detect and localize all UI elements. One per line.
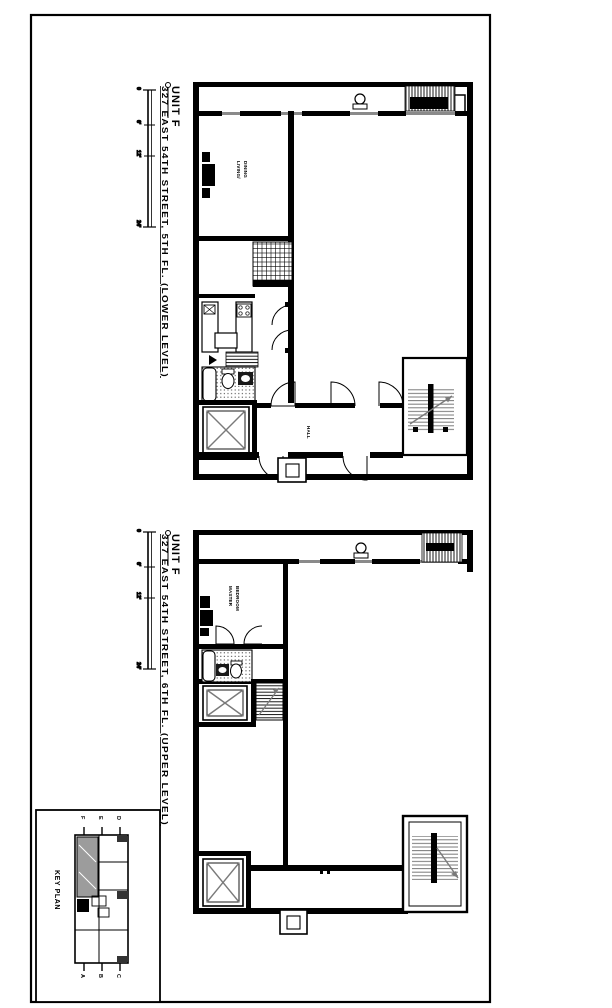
builtin-cabinet-icon [200,610,213,626]
door-arc [330,381,356,407]
unit-letter: B [97,974,103,978]
plan-upper-level: UNIT F 327 EAST 54TH STREET, 6TH FL. (UP… [135,529,473,935]
ladder-steps [225,351,259,368]
unit-letter: C [115,974,121,978]
plan2-scale-bar: 0 6' 12' 24' [135,529,156,671]
title-marker-icon [165,530,171,536]
plan2-title: UNIT F [169,534,181,575]
door-arc [271,329,293,351]
builtin-cabinet-icon [200,628,209,636]
key-plan-label: KEY PLAN [53,870,60,910]
scale-tick-12: 12' [135,592,141,600]
plan2-title-block: UNIT F 327 EAST 54TH STREET, 6TH FL. (UP… [160,530,181,826]
plan2-elevator-2 [199,851,251,913]
key-plan-highlighted-unit [76,836,99,898]
direction-arrow-icon [209,355,217,365]
stair-arrow-icon [451,871,458,878]
room-label-line1: LIVING/ [236,161,241,179]
toilet-icon [221,373,235,389]
plan1-title-block: UNIT F 327 EAST 54TH STREET, 5TH FL. (LO… [160,82,181,378]
terrace-fixture-icon [354,93,366,105]
unit-letter: A [79,974,85,978]
scale-tick-24: 24' [135,662,141,670]
stair-arrow-icon [445,396,452,403]
plan2-interior-stair [255,682,284,721]
plan-lower-level: UNIT F 327 EAST 54TH STREET, 5TH FL. (LO… [135,82,473,483]
plan2-subtitle: 327 EAST 54TH STREET, 6TH FL. (UPPER LEV… [160,534,169,826]
stove-icon [236,303,252,318]
door-arc [342,455,368,481]
scale-tick-0: 0 [135,87,141,90]
plan1-terrace-strip [199,85,467,116]
plan2-bathroom [201,649,253,683]
plan2-stairwell [401,814,469,914]
builtin-cabinet-icon [202,164,215,186]
unit-letter: F [79,816,85,820]
plan1-stairwell [401,356,469,457]
interior-stair [252,241,293,287]
scale-tick-0: 0 [135,529,141,532]
kitchen-counter [201,301,219,353]
door-arc [378,381,404,407]
kitchen-island [214,332,238,349]
scale-tick-12: 12' [135,150,141,158]
unit-letter: E [97,816,103,820]
plan2-terrace-strip [199,532,467,564]
plan1-scale-bar: 0 6' 12' 24' [135,87,156,229]
key-plan-top-labels: F E D [79,816,121,835]
door-arc [243,625,263,645]
key-plan: KEY PLAN F E D A [35,809,161,1003]
bathtub-icon [202,650,216,682]
shaft-box [279,909,308,935]
plan1-living-room: LIVING/ DINING [202,152,248,198]
terrace-fixture-icon [355,542,367,554]
plan2-corridor [251,865,403,935]
room-label-line2: DINING [243,161,248,178]
stair-arrow-icon [273,688,279,694]
plan1-exterior-walls [193,82,473,480]
door-arc [270,381,296,407]
builtin-cabinet-icon [202,188,210,198]
sheet-border [29,13,492,1004]
plan1-kitchen [201,301,293,368]
plan1-elevator [199,400,257,460]
unit-letter: D [115,816,121,820]
room-label-line1: MASTER [228,586,233,607]
key-plan-bottom-labels: A B C [79,963,121,978]
title-marker-icon [165,82,171,88]
door-arc [215,625,235,645]
plan2-bedroom: MASTER BEDROOM [200,586,263,645]
plan1-hall: HALL [199,381,404,483]
builtin-cabinet-icon [200,596,210,608]
key-plan-stair-core [77,899,89,912]
scale-tick-24: 24' [135,220,141,228]
toilet-icon [230,663,242,679]
hall-label: HALL [306,426,311,439]
bathtub-icon [202,367,217,402]
shaft-box [277,457,307,483]
room-label-line2: BEDROOM [235,586,240,611]
plan2-elevator [199,679,256,727]
plan1-bathroom [201,366,256,403]
plan1-subtitle: 327 EAST 54TH STREET, 5TH FL. (LOWER LEV… [160,86,169,378]
builtin-cabinet-icon [202,152,210,162]
scale-tick-6: 6' [135,562,141,567]
scale-tick-6: 6' [135,120,141,125]
plan1-title: UNIT F [169,86,181,127]
